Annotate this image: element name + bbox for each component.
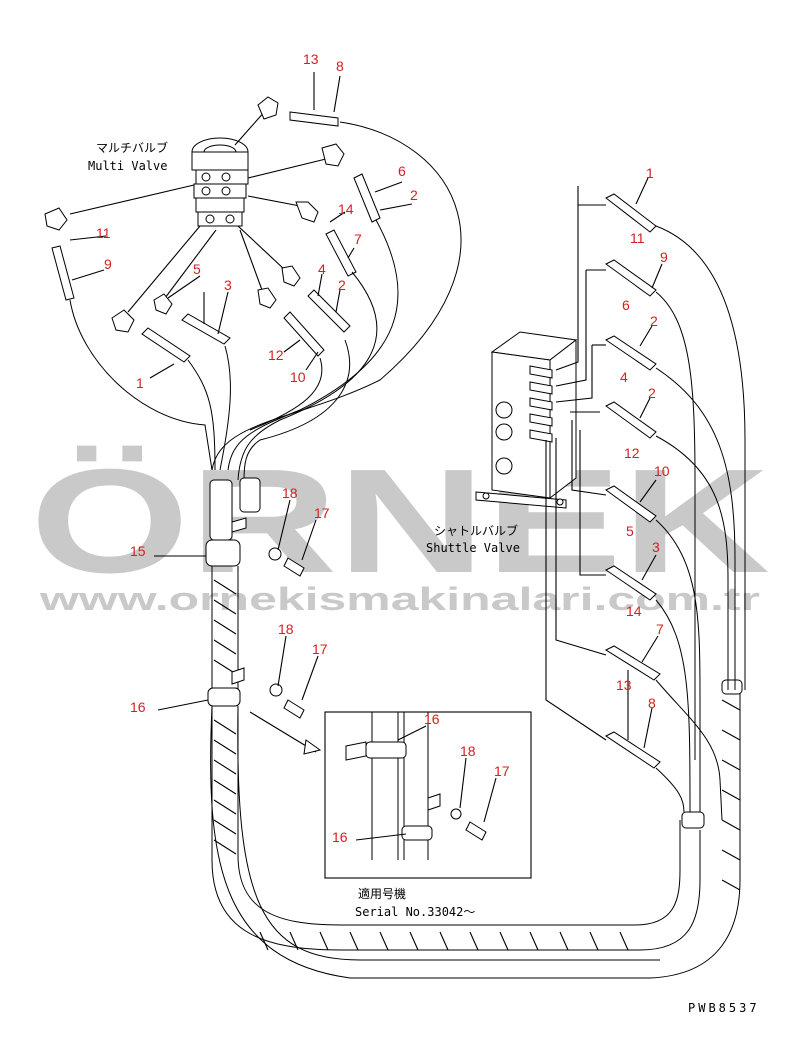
callouts-right: 1 11 9 6 2 4 2 12 10 5 3 14 7 13 8 bbox=[616, 165, 670, 711]
callout-leaders bbox=[69, 72, 663, 841]
callout-5: 5 bbox=[193, 261, 201, 277]
callout-10: 10 bbox=[290, 369, 306, 385]
callout-15: 15 bbox=[130, 543, 146, 559]
shuttle-connection-lines bbox=[545, 186, 607, 741]
callout-13: 13 bbox=[303, 51, 319, 67]
callout-d17: 17 bbox=[494, 763, 510, 779]
callout-2: 2 bbox=[410, 187, 418, 203]
callout-d18: 18 bbox=[460, 743, 476, 759]
callout-6: 6 bbox=[398, 163, 406, 179]
serial-label: Serial No.33042〜 bbox=[355, 905, 475, 919]
callout-14: 14 bbox=[338, 201, 354, 217]
shuttle-valve-en-label: Shuttle Valve bbox=[426, 541, 520, 555]
callouts-detail: 16 18 17 16 bbox=[332, 711, 510, 845]
callout-16: 16 bbox=[130, 699, 146, 715]
callout-11: 11 bbox=[96, 225, 111, 241]
clamp-hardware bbox=[231, 517, 322, 755]
callout-18: 18 bbox=[282, 485, 298, 501]
callout-r4: 4 bbox=[620, 369, 628, 385]
elbow-fittings bbox=[44, 96, 345, 333]
callout-3: 3 bbox=[224, 277, 232, 293]
callout-r6: 6 bbox=[622, 297, 630, 313]
callout-1: 1 bbox=[136, 375, 144, 391]
callout-18b: 18 bbox=[278, 621, 294, 637]
left-hose-runs bbox=[69, 121, 462, 481]
multi-valve[interactable] bbox=[191, 137, 249, 227]
callout-r10: 10 bbox=[654, 463, 670, 479]
callout-17b: 17 bbox=[312, 641, 328, 657]
callout-r1: 1 bbox=[646, 165, 654, 181]
multi-valve-jp-label: マルチバルブ bbox=[96, 140, 168, 155]
callout-r13: 13 bbox=[616, 677, 632, 693]
callout-r8: 8 bbox=[648, 695, 656, 711]
multi-valve-en-label: Multi Valve bbox=[88, 159, 167, 173]
hose-ends-left bbox=[51, 111, 381, 363]
callout-r12: 12 bbox=[624, 445, 640, 461]
callout-7: 7 bbox=[354, 231, 362, 247]
watermark-brand: ÖRNEK bbox=[30, 439, 770, 604]
valve-connection-lines bbox=[69, 109, 331, 313]
callout-4: 4 bbox=[318, 261, 326, 277]
shuttle-valve-jp-label: シャトルバルブ bbox=[434, 523, 518, 538]
callout-17: 17 bbox=[314, 505, 330, 521]
callout-r7: 7 bbox=[656, 621, 664, 637]
callout-r5: 5 bbox=[626, 523, 634, 539]
detail-inset bbox=[324, 711, 532, 879]
callout-8: 8 bbox=[336, 58, 344, 74]
callout-r3: 3 bbox=[652, 539, 660, 555]
callouts-left: 13 8 6 2 14 7 11 9 5 3 4 2 12 10 1 18 17… bbox=[96, 51, 418, 715]
callout-12: 12 bbox=[268, 347, 284, 363]
callout-r2b: 2 bbox=[648, 385, 656, 401]
callout-r9: 9 bbox=[660, 249, 668, 265]
callout-9: 9 bbox=[104, 256, 112, 272]
callout-d16a: 16 bbox=[424, 711, 440, 727]
drawing-id: PWB8537 bbox=[688, 1001, 760, 1015]
watermark-url: www.ornekismakinalari.com.tr bbox=[38, 581, 760, 617]
applicable-jp-label: 適用号機 bbox=[358, 886, 406, 901]
callout-r11: 11 bbox=[630, 230, 645, 246]
callout-d16b: 16 bbox=[332, 829, 348, 845]
callout-r2a: 2 bbox=[650, 313, 658, 329]
callout-2b: 2 bbox=[338, 277, 346, 293]
hose-ends-right bbox=[604, 193, 661, 769]
main-hose-bundle bbox=[205, 477, 743, 979]
right-hose-runs bbox=[655, 225, 746, 821]
callout-r14: 14 bbox=[626, 603, 642, 619]
